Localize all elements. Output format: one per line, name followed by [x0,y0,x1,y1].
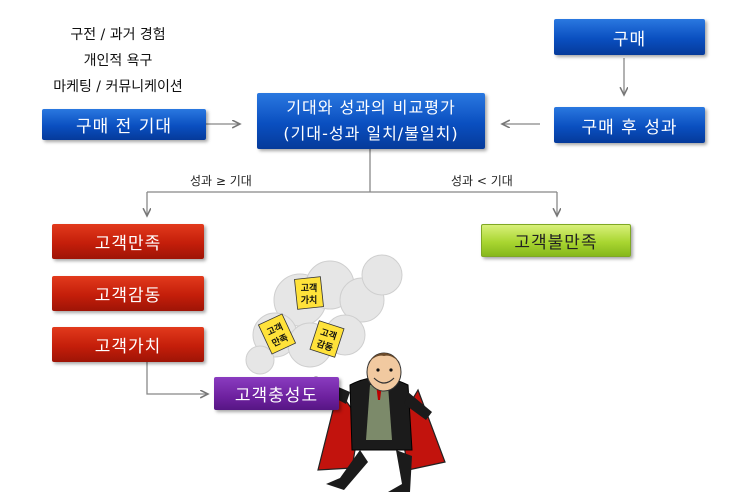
post-performance-box: 구매 후 성과 [554,107,705,143]
comparison-label-line2: (기대-성과 일치/불일치) [283,124,459,143]
comparison-label-line1: 기대와 성과의 비교평가 [286,98,456,117]
note-value: 고객 가치 [294,276,324,310]
prior-factor-word-of-mouth: 구전 / 과거 경험 [70,27,166,43]
svg-text:고객: 고객 [301,283,318,294]
dissatisfaction-box: 고객불만족 [481,224,631,257]
value-label: 고객가치 [94,337,162,357]
satisfaction-box: 고객만족 [52,224,204,259]
note-satisfaction: 고객 만족 [257,313,297,355]
purchase-label: 구매 [612,29,647,50]
edge-label-performance-meets-expectation: 성과 ≥ 기대 [190,174,252,188]
pre-expectation-box: 구매 전 기대 [42,109,206,140]
edge-label-performance-below-expectation: 성과 < 기대 [451,174,513,188]
prior-factors: 구전 / 과거 경험 개인적 욕구 마케팅 / 커뮤니케이션 [28,22,208,100]
satisfaction-label: 고객만족 [94,234,162,254]
svg-text:고객: 고객 [319,327,338,343]
comparison-box: 기대와 성과의 비교평가 (기대-성과 일치/불일치) [257,93,485,149]
dissatisfaction-label: 고객불만족 [514,233,598,253]
loyalty-label: 고객충성도 [234,386,319,406]
value-box: 고객가치 [52,327,204,362]
cartoon-illustration: 고객 가치 고객 만족 고객 감동 [245,254,446,492]
loyalty-box: 고객충성도 [214,377,339,410]
prior-factor-personal-needs: 개인적 욕구 [83,53,153,69]
svg-text:가치: 가치 [301,294,318,306]
prior-factor-marketing: 마케팅 / 커뮤니케이션 [53,79,183,95]
delight-label: 고객감동 [94,286,162,306]
note-delight: 고객 감동 [309,320,345,358]
arrow-value-to-loyalty [146,362,208,394]
post-performance-label: 구매 후 성과 [581,117,678,138]
pre-expectation-label: 구매 전 기대 [75,117,172,137]
delight-box: 고객감동 [52,276,204,311]
purchase-box: 구매 [554,19,705,55]
